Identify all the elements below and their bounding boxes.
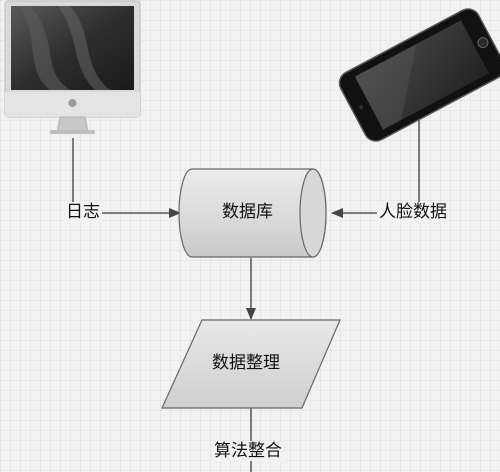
edge-label-algorithm: 算法整合: [212, 441, 284, 461]
edge-label-face-data: 人脸数据: [377, 202, 449, 222]
database-node: [178, 168, 327, 258]
organize-label: 数据整理: [212, 353, 280, 373]
database-label: 数据库: [222, 202, 273, 222]
organize-node: [161, 319, 341, 409]
smartphone-icon: [338, 8, 500, 142]
imac-desktop-icon: [4, 0, 141, 134]
edge-label-log: 日志: [64, 202, 102, 222]
